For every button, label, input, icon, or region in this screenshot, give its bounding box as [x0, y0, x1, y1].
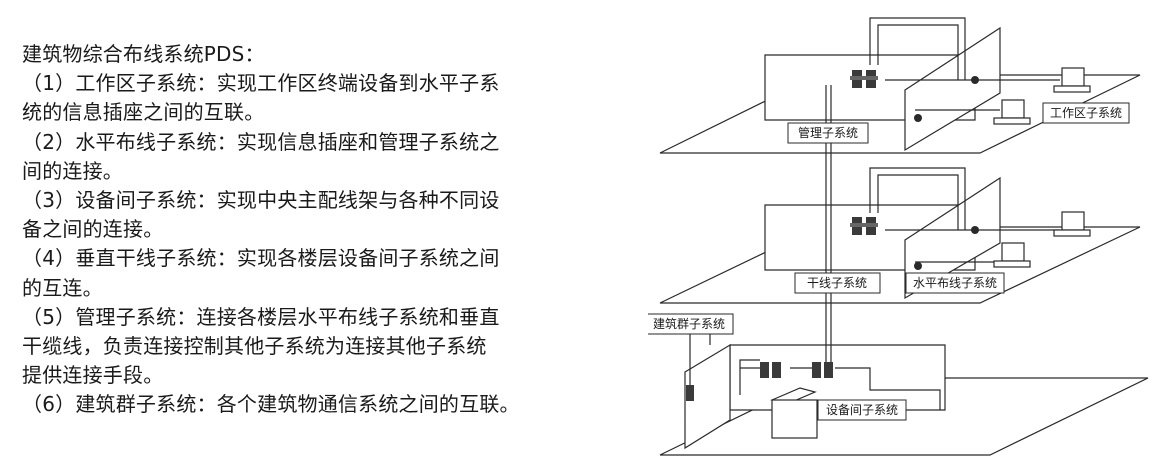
svg-text:工作区子系统: 工作区子系统: [1050, 106, 1122, 120]
label-horizontal: 水平布线子系统: [905, 272, 1005, 294]
description-line: 备之间的连接。: [22, 217, 164, 242]
svg-text:干线子系统: 干线子系统: [807, 276, 867, 290]
description-line: （6）建筑群子系统：各个建筑物通信系统之间的互联。: [22, 392, 520, 417]
patch-panel-top: [850, 70, 878, 88]
svg-text:建筑群子系统: 建筑群子系统: [653, 316, 725, 331]
description-panel: 建筑物综合布线系统PDS： （1）工作区子系统：实现工作区终端设备到水平子系 统…: [22, 40, 642, 420]
label-work-area: 工作区子系统: [1042, 102, 1130, 124]
description-line: 间的连接。: [22, 158, 123, 183]
description-line: （2）水平布线子系统：实现信息插座和管理子系统之: [22, 129, 500, 154]
svg-text:水平布线子系统: 水平布线子系统: [913, 276, 997, 290]
description-line: 提供连接手段。: [22, 363, 164, 388]
svg-text:设备间子系统: 设备间子系统: [826, 403, 898, 417]
patch-panel-middle: [850, 217, 878, 235]
description-line: （3）设备间子系统：实现中央主配线架与各种不同设: [22, 188, 500, 213]
description-title: 建筑物综合布线系统PDS：: [22, 42, 265, 66]
description-line: 干缆线，负责连接控制其他子系统为连接其他子系统: [22, 334, 487, 359]
cabling-diagram-svg: 管理子系统 工作区子系统 干线子系统 水平布线子系统 建筑群子系统 设备间子系统: [648, 17, 1149, 456]
campus-outlet: [686, 385, 694, 401]
svg-text:管理子系统: 管理子系统: [798, 125, 858, 140]
wall-side-bottom: [684, 343, 731, 450]
description-line: 的互连。: [22, 275, 103, 300]
description-line: （1）工作区子系统：实现工作区终端设备到水平子系: [22, 71, 500, 96]
patch-panel-bottom-left: [760, 362, 781, 378]
label-backbone: 干线子系统: [794, 272, 881, 294]
description-line: （5）管理子系统：连接各楼层水平布线子系统和垂直: [22, 304, 500, 329]
wall-side-middle: [904, 176, 1001, 300]
label-equipment-room: 设备间子系统: [817, 399, 907, 421]
equipment-cabinet: [770, 387, 818, 439]
wall-side-top: [904, 26, 1001, 152]
patch-panel-bottom-right: [812, 362, 833, 378]
label-management: 管理子系统: [787, 122, 869, 144]
description-line: 统的信息插座之间的互联。: [22, 100, 265, 125]
cabling-diagram: 管理子系统 工作区子系统 干线子系统 水平布线子系统 建筑群子系统 设备间子系统: [648, 0, 1162, 458]
computer-icon: [993, 67, 1091, 268]
label-campus: 建筑群子系统: [648, 313, 734, 335]
description-line: （4）垂直干线子系统：实现各楼层设备间子系统之间: [22, 246, 500, 271]
